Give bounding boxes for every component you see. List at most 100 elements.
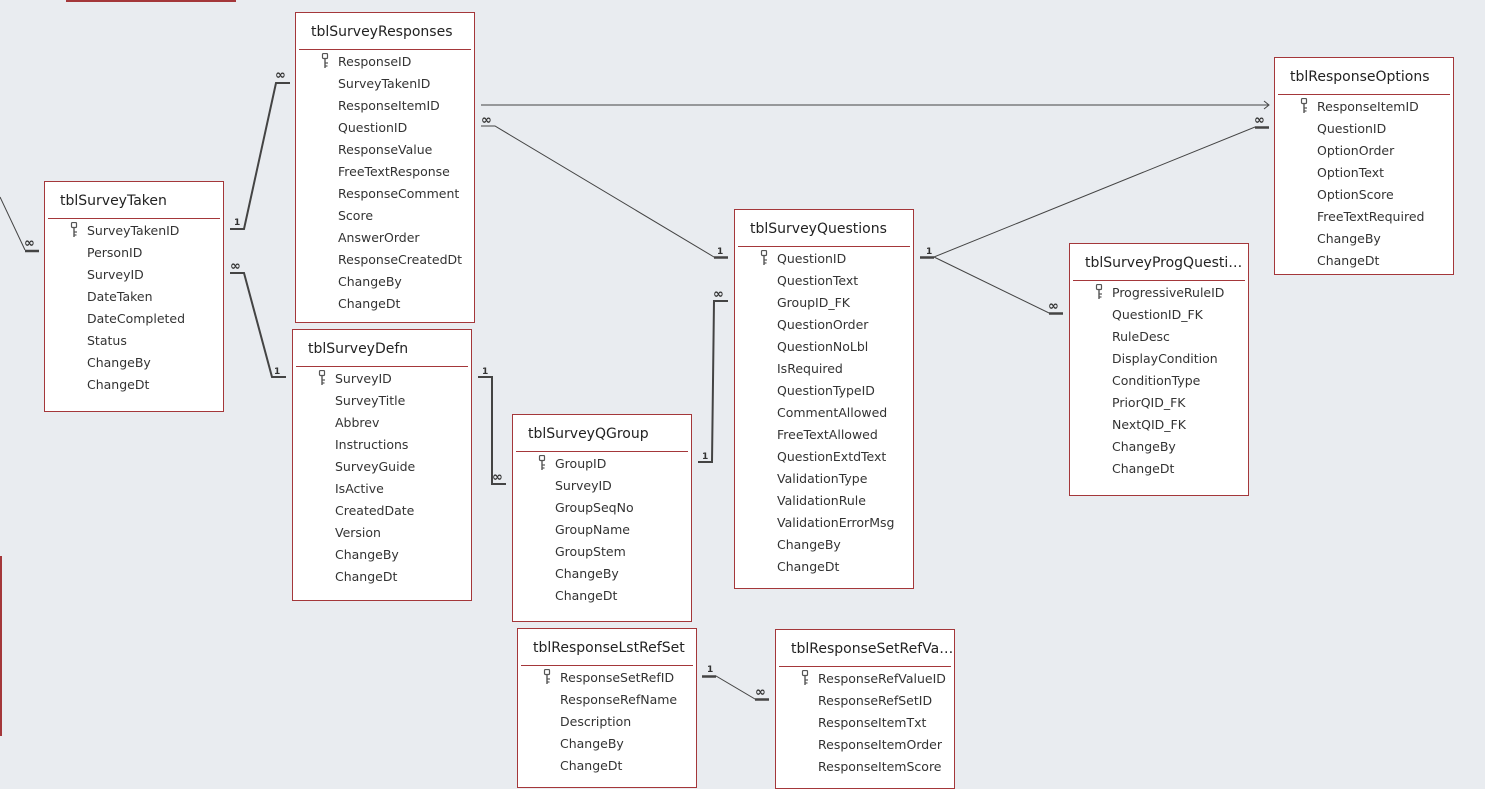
table-field[interactable]: SurveyGuide [293,456,471,478]
table-field[interactable]: Instructions [293,434,471,456]
table-field[interactable]: ChangeBy [1070,436,1248,458]
table-field[interactable]: ResponseItemID [296,95,474,117]
table-field[interactable]: ChangeDt [518,755,696,777]
table-field[interactable]: ResponseItemScore [776,756,954,778]
table-field[interactable]: ChangeBy [518,733,696,755]
table-field[interactable]: ValidationType [735,468,913,490]
table-field[interactable]: AnswerOrder [296,227,474,249]
table-field[interactable]: SurveyID [45,264,223,286]
table-field[interactable]: ValidationRule [735,490,913,512]
table-field[interactable]: ChangeBy [293,544,471,566]
table-field[interactable]: ChangeBy [45,352,223,374]
table-field[interactable]: Score [296,205,474,227]
table-field[interactable]: ResponseItemTxt [776,712,954,734]
table-field[interactable]: ChangeDt [296,293,474,315]
table-field[interactable]: ChangeBy [296,271,474,293]
table-field[interactable]: CreatedDate [293,500,471,522]
table-field[interactable]: ChangeBy [735,534,913,556]
table-field[interactable]: PriorQID_FK [1070,392,1248,414]
table-field[interactable]: DateCompleted [45,308,223,330]
table-field[interactable]: ResponseRefSetID [776,690,954,712]
table-field[interactable]: RuleDesc [1070,326,1248,348]
table-title[interactable]: tblSurveyDefn [308,341,409,357]
field-name: GroupSeqNo [555,500,634,515]
table-field[interactable]: QuestionOrder [735,314,913,336]
primary-key-field[interactable]: ResponseID [296,51,474,73]
table-response-set-ref-val[interactable]: tblResponseSetRefVal... ResponseRefValue… [775,629,955,789]
table-field[interactable]: Description [518,711,696,733]
primary-key-field[interactable]: QuestionID [735,248,913,270]
primary-key-field[interactable]: SurveyID [293,368,471,390]
table-field[interactable]: OptionText [1275,162,1453,184]
table-field[interactable]: GroupStem [513,541,691,563]
primary-key-field[interactable]: ResponseRefValueID [776,668,954,690]
field-name: FreeTextAllowed [777,427,878,442]
table-field[interactable]: ConditionType [1070,370,1248,392]
table-survey-prog-questions[interactable]: tblSurveyProgQuestions ProgressiveRuleID… [1069,243,1249,496]
table-field[interactable]: QuestionID [296,117,474,139]
table-field[interactable]: FreeTextResponse [296,161,474,183]
table-field[interactable]: ResponseRefName [518,689,696,711]
table-field[interactable]: ResponseValue [296,139,474,161]
primary-key-field[interactable]: ResponseItemID [1275,96,1453,118]
primary-key-field[interactable]: ProgressiveRuleID [1070,282,1248,304]
table-field[interactable]: QuestionTypeID [735,380,913,402]
table-field[interactable]: GroupName [513,519,691,541]
primary-key-field[interactable]: ResponseSetRefID [518,667,696,689]
table-field[interactable]: SurveyTitle [293,390,471,412]
table-field[interactable]: SurveyID [513,475,691,497]
table-title[interactable]: tblSurveyQGroup [528,426,649,442]
table-field[interactable]: ChangeBy [1275,228,1453,250]
table-field[interactable]: ResponseItemOrder [776,734,954,756]
table-title[interactable]: tblSurveyQuestions [750,221,887,237]
table-field[interactable]: FreeTextRequired [1275,206,1453,228]
table-field[interactable]: FreeTextAllowed [735,424,913,446]
table-field[interactable]: QuestionText [735,270,913,292]
table-field[interactable]: QuestionExtdText [735,446,913,468]
table-field[interactable]: CommentAllowed [735,402,913,424]
table-title[interactable]: tblSurveyTaken [60,193,167,209]
table-title[interactable]: tblSurveyProgQuestions [1085,255,1248,271]
primary-key-field[interactable]: SurveyTakenID [45,220,223,242]
table-field[interactable]: QuestionID_FK [1070,304,1248,326]
table-field[interactable]: IsRequired [735,358,913,380]
table-field[interactable]: ChangeDt [45,374,223,396]
table-field[interactable]: ChangeDt [513,585,691,607]
table-title[interactable]: tblResponseLstRefSet [533,640,685,656]
table-field[interactable]: OptionScore [1275,184,1453,206]
table-title[interactable]: tblResponseSetRefVal... [791,641,954,657]
table-field[interactable]: NextQID_FK [1070,414,1248,436]
table-field[interactable]: Status [45,330,223,352]
cardinality-many: ∞ [492,470,503,485]
table-field[interactable]: DisplayCondition [1070,348,1248,370]
table-field[interactable]: ResponseComment [296,183,474,205]
table-field[interactable]: ChangeDt [1070,458,1248,480]
table-field[interactable]: GroupSeqNo [513,497,691,519]
table-field[interactable]: PersonID [45,242,223,264]
table-field[interactable]: ValidationErrorMsg [735,512,913,534]
table-field[interactable]: DateTaken [45,286,223,308]
table-field[interactable]: SurveyTakenID [296,73,474,95]
table-field[interactable]: ResponseCreatedDt [296,249,474,271]
table-field[interactable]: ChangeDt [1275,250,1453,272]
table-field[interactable]: ChangeBy [513,563,691,585]
table-title[interactable]: tblSurveyResponses [311,24,453,40]
table-title[interactable]: tblResponseOptions [1290,69,1430,85]
table-field[interactable]: ChangeDt [293,566,471,588]
table-field[interactable]: Abbrev [293,412,471,434]
table-field[interactable]: QuestionNoLbl [735,336,913,358]
table-field[interactable]: GroupID_FK [735,292,913,314]
table-field[interactable]: ChangeDt [735,556,913,578]
table-field[interactable]: QuestionID [1275,118,1453,140]
primary-key-field[interactable]: GroupID [513,453,691,475]
table-field[interactable]: IsActive [293,478,471,500]
table-field[interactable]: Version [293,522,471,544]
table-field[interactable]: OptionOrder [1275,140,1453,162]
